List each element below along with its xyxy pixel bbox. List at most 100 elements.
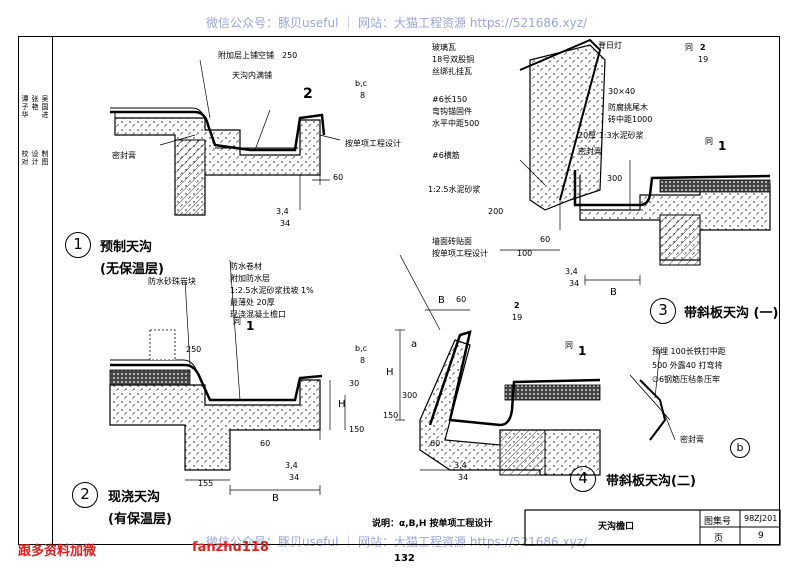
side-label-check: 校对 — [21, 150, 29, 166]
detail-3-title: 带斜板天沟 (一) — [684, 306, 779, 321]
note-d3-b7: #6横筋 — [432, 151, 460, 160]
note-d1-a9: 现浇混凝土檐口 — [230, 310, 286, 319]
title-block-title: 天沟檐口 — [598, 522, 635, 532]
note-d4-c11: 60 — [430, 439, 441, 448]
note-d3-b15: 300 — [607, 174, 623, 183]
ref-34d-c: 34 — [569, 279, 580, 288]
note-d1-a13: 按单项工程设计 — [345, 139, 401, 148]
ref-34-c: 3,4 — [565, 267, 578, 276]
ref-bc-a: b,c — [355, 79, 368, 88]
note-d4-c7: H — [386, 367, 394, 378]
note-d3-b1: 玻璃瓦 — [432, 43, 456, 52]
note-d3-b11: 防腐挑尾木 — [608, 103, 648, 112]
note-d4-c5: B — [438, 295, 445, 306]
note-d1-a11: 250 — [186, 345, 202, 354]
ref-tong-c: 同 — [685, 43, 693, 52]
ref-2-c: 2 — [700, 43, 706, 52]
detail-4-section — [395, 254, 676, 476]
ref-34d-d: 34 — [458, 473, 469, 482]
note-d3-b16: 200 — [488, 207, 504, 216]
page-label: 页 — [714, 534, 724, 544]
note-d1-a6: 附加防水层 — [230, 274, 270, 283]
note-d1-a3: 天沟内满铺 — [232, 71, 272, 80]
ref-34-d: 3,4 — [454, 461, 467, 470]
detail-2-title: 现浇天沟 — [108, 490, 161, 505]
note-d4-c10: a — [411, 339, 418, 350]
note-d1-a14: 60 — [333, 173, 344, 182]
detail-b-marker: b — [730, 438, 750, 458]
watermark-top: 微信公众号：豚贝useful ｜ 网站：大猫工程资源 https://52168… — [206, 16, 588, 30]
ref-34-b: 3,4 — [285, 461, 298, 470]
note-d1-a17: H — [338, 399, 346, 410]
detail-1-subtitle: (无保温层) — [100, 262, 164, 277]
detail-1-section — [110, 59, 341, 216]
ref-19-e: 19 — [512, 313, 523, 322]
note-d3-b13: 20厚 1:3水泥砂浆 — [578, 131, 644, 140]
ref-2-e: 2 — [514, 301, 520, 310]
note-d4-c1: 预埋 100长铁钉中距 — [652, 347, 726, 356]
ref-bc-b: b,c — [355, 344, 368, 353]
note-d1-a15: 155 — [198, 479, 214, 488]
note-d1-a16: B — [272, 493, 279, 504]
detail-2-section — [109, 259, 346, 495]
note-d3-b3: 丝绑扎挂瓦 — [432, 67, 472, 76]
note-d3-b21: 按单项工程设计 — [432, 249, 488, 258]
note-d1-a10: 防水砂珠岩块 — [148, 277, 196, 286]
page-value: 9 — [758, 531, 764, 541]
ref-19-c: 19 — [698, 55, 709, 64]
note-d4-c6: 60 — [456, 295, 467, 304]
side-name-2: 张艳 — [31, 95, 39, 111]
note-d4-c2: 500 外露40 打弯将 — [652, 361, 723, 370]
footer-red-left: 跟多资料加微 — [18, 544, 97, 559]
side-name-1: 谭子华 — [21, 95, 29, 119]
note-d3-b5: 弯钩锚固件 — [432, 107, 472, 116]
atlas-number-label: 图集号 — [704, 517, 732, 527]
note-d1-a7: 1:2.5水泥砂浆找坡 1% — [230, 286, 314, 295]
note-d4-c3: ∅6钢筋压毡条压牢 — [652, 375, 721, 384]
note-d1-a18: 30 — [349, 379, 360, 388]
note-d3-b4: #6长150 — [432, 95, 468, 104]
watermark-bottom: 微信公众号：豚贝useful ｜ 网站：大猫工程资源 https://52168… — [206, 535, 588, 549]
ref-34-a: 3,4 — [276, 207, 289, 216]
drawing-frame — [18, 36, 780, 545]
side-label-design: 设计 — [31, 150, 39, 166]
detail-number-2: 2 — [72, 482, 98, 508]
detail-2-subtitle: (有保温层) — [108, 512, 172, 527]
ref-34d-b: 34 — [289, 473, 300, 482]
atlas-number-value: 98ZJ201 — [744, 514, 778, 523]
ref-tong-d: 同 — [705, 137, 713, 146]
note-d3-b12: 砖中距1000 — [608, 115, 653, 124]
note-d3-b8: 1:2.5水泥砂浆 — [428, 185, 481, 194]
ref-1-e: 1 — [578, 344, 587, 358]
note-d1-a5: 防水卷材 — [230, 262, 262, 271]
page-number: 132 — [394, 553, 415, 564]
detail-number-4: 4 — [570, 466, 596, 492]
note-d3-b6: 水平中距500 — [432, 119, 480, 128]
detail-1-title: 预制天沟 — [100, 240, 153, 255]
note-d1-a20: 60 — [260, 439, 271, 448]
detail-4-title: 带斜板天沟(二) — [606, 474, 696, 489]
ref-8-a: 8 — [360, 91, 366, 100]
ref-circle-2a: 2 — [303, 86, 313, 102]
drawing-note: 说明：α,B,H 按单项工程设计 — [372, 519, 493, 529]
ref-1-a: 1 — [246, 319, 255, 333]
note-d3-b9: 脊日灯 — [598, 41, 622, 50]
footer-red-right: fanzhu118 — [192, 540, 269, 555]
detail-3-section — [500, 38, 771, 285]
ref-34d-a: 34 — [280, 219, 291, 228]
note-d1-a1: 附加层上铺空铺 — [218, 51, 274, 60]
side-name-3: 吴国进 — [41, 95, 49, 119]
note-d1-a8: 最薄处 20厚 — [230, 298, 275, 307]
ref-1-d: 1 — [718, 139, 727, 153]
note-d1-a2: 250 — [282, 51, 298, 60]
note-d3-b20: 墙面砖贴面 — [432, 237, 472, 246]
ref-8-b: 8 — [360, 356, 366, 365]
note-d3-b19: B — [610, 287, 617, 298]
note-d4-c8: 300 — [402, 391, 418, 400]
note-d3-b17: 60 — [540, 235, 551, 244]
title-block-lines — [524, 509, 781, 546]
ref-tong-a: 同 — [233, 317, 241, 326]
ref-tong-e: 同 — [565, 341, 573, 350]
detail-number-1: 1 — [65, 232, 91, 258]
